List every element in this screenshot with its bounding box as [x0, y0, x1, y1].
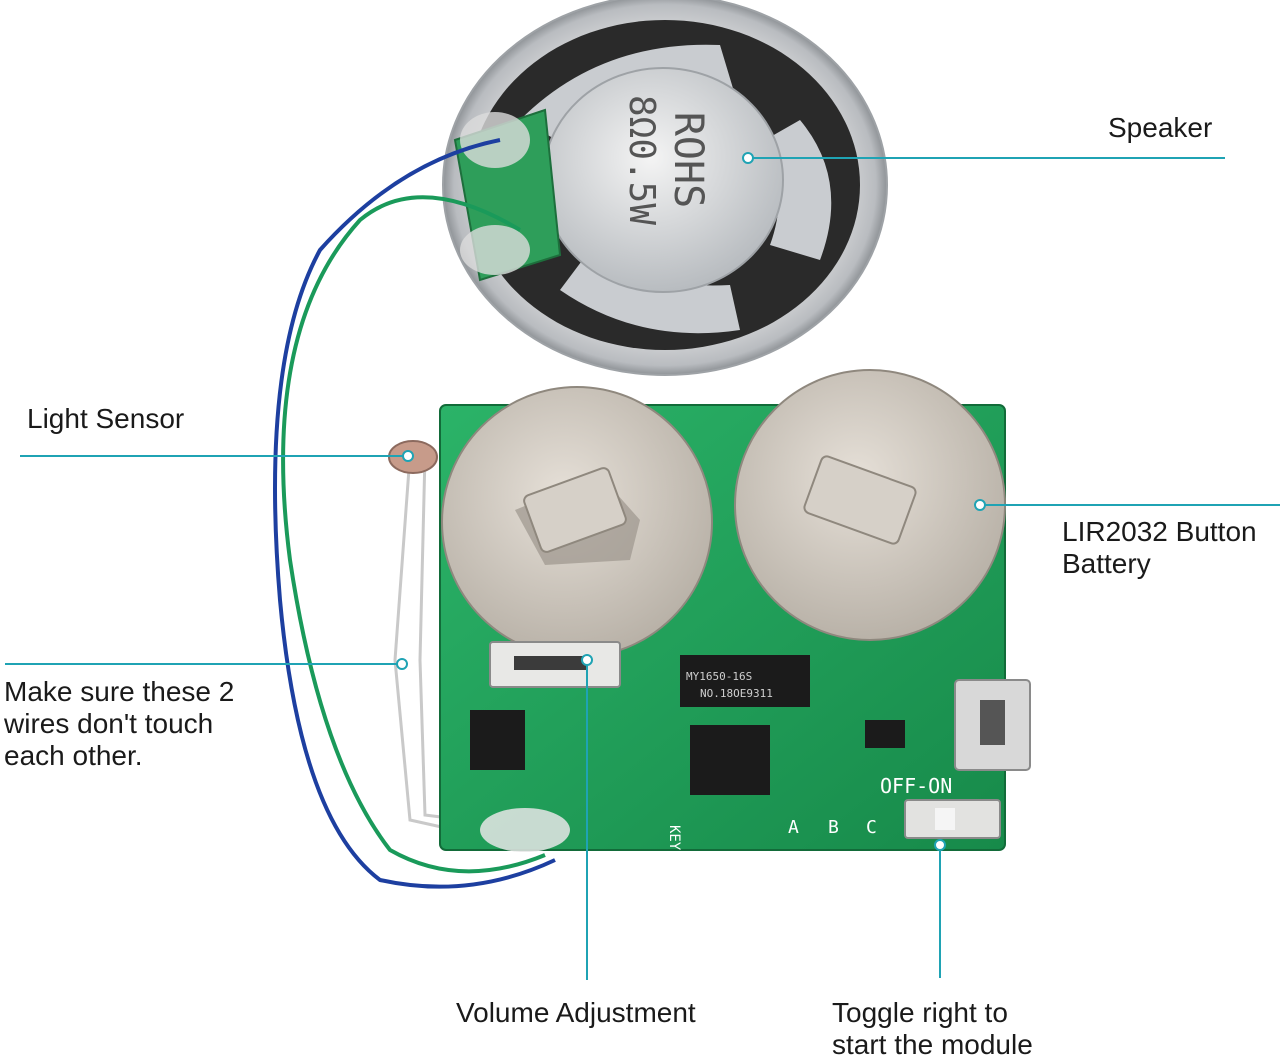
silkscreen-a: A [788, 817, 799, 838]
label-wires: Make sure these 2 wires don't touch each… [4, 676, 234, 772]
label-volume: Volume Adjustment [456, 997, 696, 1028]
leader-speaker-dot [742, 152, 754, 164]
battery-left [441, 386, 713, 658]
label-toggle-line1: Toggle right to [832, 997, 1008, 1028]
silkscreen-c: C [866, 817, 877, 838]
silkscreen-b: B [828, 817, 839, 838]
label-battery-line1: LIR2032 Button [1062, 516, 1257, 547]
chip-marking-line1: MY1650-16S [686, 670, 752, 683]
label-light-sensor: Light Sensor [27, 403, 185, 434]
label-toggle: Toggle right to start the module [832, 997, 1033, 1061]
leader-toggle-dot [934, 839, 946, 851]
label-wires-line1: Make sure these 2 [4, 676, 235, 707]
battery-right [734, 369, 1006, 641]
chip-main [680, 655, 810, 707]
label-wires-line2: wires don't touch [4, 708, 214, 739]
label-wires-line3: each other. [4, 740, 143, 771]
label-battery: LIR2032 Button Battery [1062, 516, 1257, 580]
silkscreen-off-on: OFF-ON [880, 774, 952, 798]
leader-volume-dot [581, 654, 593, 666]
label-speaker: Speaker [1108, 112, 1213, 143]
leader-lines [5, 152, 1280, 980]
wires [273, 138, 556, 889]
leader-battery-dot [974, 499, 986, 511]
silkscreen-key: KEY [666, 825, 682, 851]
leader-light-sensor-dot [402, 450, 414, 462]
leader-wires-dot [396, 658, 408, 670]
chip-marking-line2: NO.18OE9311 [700, 687, 773, 700]
speaker: ROHS 8Ω0.5W [442, 0, 888, 376]
speaker-marking-line2: 8Ω0.5W [621, 95, 662, 225]
label-toggle-line2: start the module [832, 1029, 1033, 1060]
label-battery-line2: Battery [1062, 548, 1151, 579]
speaker-marking-line1: ROHS [665, 112, 711, 208]
circuit-board: MY1650-16S NO.18OE9311 OFF-ON KEY A B C [388, 369, 1031, 852]
